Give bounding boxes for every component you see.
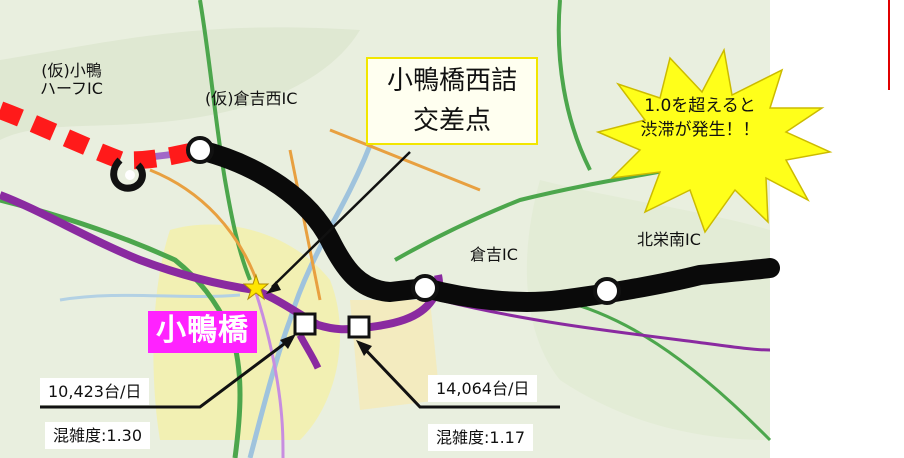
congestion-warning-text: 1.0を超えると 渋滞が発生！！	[640, 96, 760, 140]
intersection-callout: 小鴨橋西詰 交差点	[366, 57, 538, 145]
station-arrowhead-left	[280, 334, 296, 349]
orange-road	[149, 168, 262, 291]
count-station-icon	[347, 315, 371, 339]
count-station-icon	[293, 312, 317, 336]
station-pointer-right	[358, 342, 560, 409]
congestion-ratio-left: 混雑度:1.30	[45, 422, 151, 450]
page-margin	[770, 0, 904, 458]
intersection-star-icon	[242, 273, 270, 301]
bridge-name-label: 小鴨橋	[148, 311, 257, 353]
green-road	[556, 0, 592, 171]
national-road	[253, 286, 361, 334]
interchange-icon	[411, 274, 439, 302]
green-road	[198, 0, 252, 281]
orange-road	[288, 149, 322, 301]
green-road	[0, 197, 243, 458]
half-ic-curl	[110, 157, 146, 192]
national-road	[439, 298, 771, 352]
orange-road	[329, 128, 481, 192]
kamo-half-ic-label: (仮)小鴨 ハーフIC	[40, 61, 103, 98]
half-ic-curl-center	[125, 170, 135, 180]
interchange-icon	[186, 136, 214, 164]
warning-burst	[595, 47, 833, 234]
national-road	[0, 191, 256, 294]
traffic-volume-left: 10,423台/日	[40, 378, 150, 406]
hokuei-minami-ic-label: 北栄南IC	[637, 230, 701, 249]
river-branch	[59, 293, 241, 302]
congestion-ratio-right: 混雑度:1.17	[428, 424, 534, 452]
green-road	[559, 298, 772, 442]
station-arrowhead-right	[356, 340, 372, 356]
interchange-icon	[593, 277, 621, 305]
callout-arrowhead	[266, 281, 281, 294]
national-road	[296, 333, 322, 370]
kurayoshi-ic-label: 倉吉IC	[470, 245, 518, 264]
callout-pointer	[271, 151, 411, 288]
traffic-volume-right: 14,064台/日	[428, 375, 538, 403]
station-pointer-left	[40, 336, 293, 409]
national-road	[253, 289, 285, 458]
hill-area-east	[526, 180, 770, 440]
kurayoshi-nishi-ic-label: (仮)倉吉西IC	[205, 89, 298, 108]
hill-area	[0, 27, 360, 141]
expressway	[190, 140, 780, 312]
